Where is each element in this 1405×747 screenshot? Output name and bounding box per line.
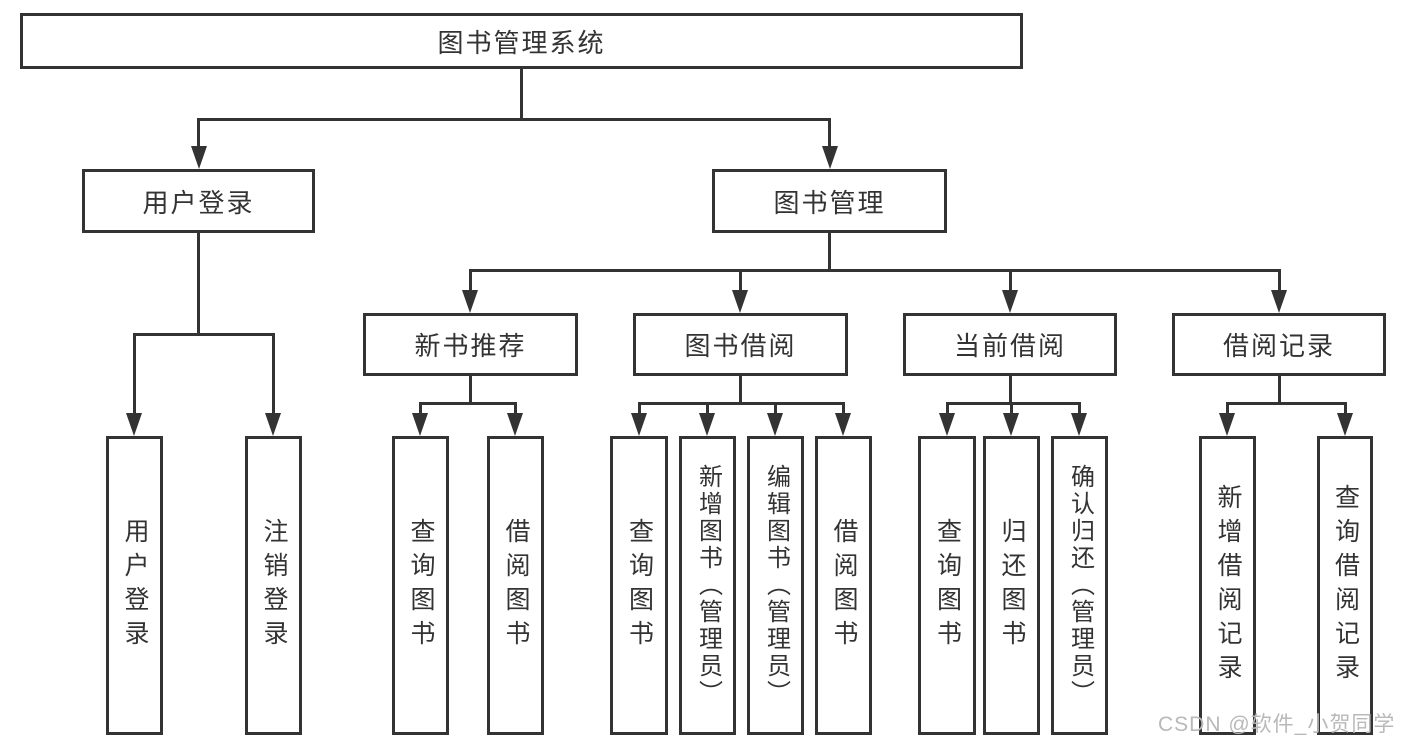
leaf-add-books-admin-label: 新增图书（管理员） [694, 464, 722, 707]
connector-userlogin-rail [133, 333, 275, 336]
node-current-borrowing-label: 当前借阅 [953, 331, 1066, 361]
connector-bookmgmt-rail [469, 269, 1281, 272]
node-book-borrowing: 图书借阅 [633, 313, 848, 376]
connector-borrow-rail [638, 402, 845, 405]
node-user-login-label: 用户登录 [142, 187, 255, 218]
node-book-management: 图书管理 [712, 169, 947, 233]
arrowhead-down-icon [822, 146, 838, 169]
node-book-borrowing-label: 图书借阅 [684, 331, 797, 361]
arrowhead-down-icon [1219, 413, 1235, 436]
connector-borrow-stem [739, 376, 742, 405]
watermark-text: CSDN @软件_小贺同学 [1158, 713, 1396, 736]
connector-bookmgmt-stem [828, 233, 831, 272]
leaf-query-books-recommend-label: 查询图书 [407, 517, 435, 654]
leaf-query-books-borrowing: 查询图书 [610, 436, 668, 735]
leaf-edit-books-admin: 编辑图书（管理员） [747, 436, 804, 735]
leaf-query-borrow-record: 查询借阅记录 [1317, 436, 1373, 735]
connector-records-drop-1 [1226, 402, 1229, 416]
connector-userlogin-drop-2 [272, 333, 275, 414]
leaf-user-login: 用户登录 [106, 436, 163, 735]
node-new-book-recommendation-label: 新书推荐 [414, 331, 527, 361]
arrowhead-down-icon [732, 290, 748, 313]
leaf-query-borrow-record-label: 查询借阅记录 [1331, 483, 1360, 688]
arrowhead-down-icon [835, 413, 851, 436]
connector-bookmgmt-drop-4 [1278, 269, 1281, 294]
leaf-query-books-current: 查询图书 [918, 436, 976, 735]
arrowhead-down-icon [699, 413, 715, 436]
leaf-return-books: 归还图书 [983, 436, 1040, 735]
connector-newrec-stem [469, 376, 472, 405]
arrowhead-down-icon [412, 413, 428, 436]
arrowhead-down-icon [1071, 413, 1087, 436]
connector-current-rail [946, 402, 1080, 405]
connector-root-rail [197, 118, 831, 121]
connector-records-drop-2 [1344, 402, 1347, 416]
connector-userlogin-stem [197, 233, 200, 335]
node-new-book-recommendation: 新书推荐 [363, 313, 578, 376]
arrowhead-down-icon [462, 290, 478, 313]
node-user-login: 用户登录 [82, 169, 315, 233]
leaf-borrow-books-borrowing: 借阅图书 [815, 436, 872, 735]
connector-userlogin-drop-1 [133, 333, 136, 414]
node-library-system-label: 图书管理系统 [437, 27, 606, 58]
connector-borrow-drop-2 [706, 402, 709, 416]
leaf-add-borrow-record-label: 新增借阅记录 [1214, 483, 1242, 688]
leaf-logout: 注销登录 [245, 436, 302, 735]
connector-current-drop-2 [1010, 402, 1013, 416]
leaf-query-books-recommend: 查询图书 [392, 436, 449, 735]
leaf-borrow-books-recommend-label: 借阅图书 [502, 517, 530, 654]
connector-root-drop-right [828, 118, 831, 150]
connector-bookmgmt-drop-2 [739, 269, 742, 294]
connector-records-rail [1226, 402, 1346, 405]
leaf-add-borrow-record: 新增借阅记录 [1199, 436, 1256, 735]
leaf-return-books-label: 归还图书 [998, 517, 1026, 654]
node-library-system: 图书管理系统 [20, 13, 1023, 69]
arrowhead-down-icon [767, 413, 783, 436]
connector-root-drop-left [197, 118, 200, 150]
arrowhead-down-icon [1002, 290, 1018, 313]
node-current-borrowing: 当前借阅 [903, 313, 1117, 376]
node-borrowing-records-label: 借阅记录 [1222, 331, 1335, 361]
arrowhead-down-icon [126, 413, 142, 436]
connector-current-drop-3 [1078, 402, 1081, 416]
leaf-query-books-borrowing-label: 查询图书 [625, 517, 654, 654]
connector-current-stem [1009, 376, 1012, 405]
connector-root-stem [520, 69, 523, 118]
connector-newrec-drop-2 [514, 402, 517, 416]
arrowhead-down-icon [631, 413, 647, 436]
leaf-logout-label: 注销登录 [260, 517, 288, 654]
connector-bookmgmt-drop-1 [469, 269, 472, 294]
arrowhead-down-icon [265, 413, 281, 436]
arrowhead-down-icon [191, 146, 207, 169]
arrowhead-down-icon [1337, 413, 1353, 436]
connector-bookmgmt-drop-3 [1009, 269, 1012, 294]
leaf-add-books-admin: 新增图书（管理员） [679, 436, 736, 735]
connector-records-stem [1278, 376, 1281, 405]
leaf-borrow-books-borrowing-label: 借阅图书 [830, 517, 858, 654]
connector-borrow-drop-1 [638, 402, 641, 416]
connector-newrec-drop-1 [419, 402, 422, 416]
connector-borrow-drop-4 [842, 402, 845, 416]
arrowhead-down-icon [1003, 413, 1019, 436]
connector-current-drop-1 [946, 402, 949, 416]
node-borrowing-records: 借阅记录 [1172, 313, 1386, 376]
leaf-confirm-return-admin: 确认归还（管理员） [1051, 436, 1108, 735]
leaf-user-login-label: 用户登录 [121, 517, 149, 654]
leaf-confirm-return-admin-label: 确认归还（管理员） [1066, 464, 1094, 707]
node-book-management-label: 图书管理 [773, 187, 886, 218]
arrowhead-down-icon [939, 413, 955, 436]
arrowhead-down-icon [507, 413, 523, 436]
leaf-edit-books-admin-label: 编辑图书（管理员） [762, 464, 790, 707]
connector-newrec-rail [419, 402, 517, 405]
connector-borrow-drop-3 [774, 402, 777, 416]
arrowhead-down-icon [1271, 290, 1287, 313]
leaf-borrow-books-recommend: 借阅图书 [487, 436, 544, 735]
leaf-query-books-current-label: 查询图书 [933, 517, 962, 654]
